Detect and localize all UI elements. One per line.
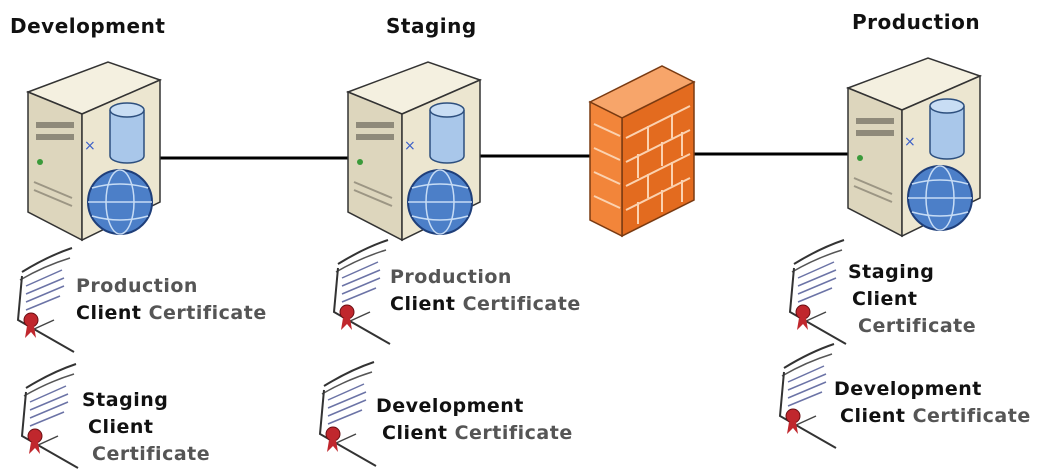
staging-server: × — [345, 61, 483, 242]
certificate-icon — [318, 361, 377, 467]
cert-line2b: Certificate — [462, 293, 581, 315]
database-icon — [929, 98, 965, 160]
dev-cert-staging-label: Staging Client Certificate — [82, 387, 210, 468]
staging-title: Staging — [386, 14, 477, 38]
development-server: × — [25, 61, 163, 242]
staging-cert-development-label: Development Client Certificate — [376, 393, 573, 447]
production-cert-development-label: Development Client Certificate — [834, 376, 1031, 430]
cert-line2a: Client — [852, 288, 918, 310]
cert-line1: Development — [834, 378, 982, 400]
cert-line2b: Certificate — [912, 405, 1031, 427]
cert-line3: Certificate — [92, 443, 211, 465]
cert-line1: Development — [376, 395, 524, 417]
globe-icon — [87, 169, 153, 235]
cert-line2b: Certificate — [454, 422, 573, 444]
certificate-icon — [778, 343, 837, 449]
database-icon — [109, 102, 145, 164]
svg-text:×: × — [84, 138, 96, 154]
cert-line3: Certificate — [858, 315, 977, 337]
svg-text:×: × — [404, 138, 416, 154]
certificate-icon — [788, 239, 847, 345]
svg-text:×: × — [904, 134, 916, 150]
cert-line2b: Certificate — [148, 302, 267, 324]
cert-line1: Production — [390, 266, 512, 288]
database-icon — [429, 102, 465, 164]
cert-line2a: Client — [382, 422, 448, 444]
staging-cert-production-label: Production Client Certificate — [390, 264, 581, 318]
cert-line2a: Client — [840, 405, 906, 427]
cert-line1: Production — [76, 275, 198, 297]
cert-line1: Staging — [82, 389, 169, 411]
certificate-icon — [20, 363, 79, 469]
globe-icon — [907, 165, 973, 231]
production-server: × — [845, 57, 983, 238]
production-cert-staging-label: Staging Client Certificate — [848, 259, 976, 340]
cert-line2a: Client — [76, 302, 142, 324]
development-title: Development — [10, 14, 166, 38]
certificate-icon — [332, 239, 391, 345]
globe-icon — [407, 169, 473, 235]
dev-cert-production-label: Production Client Certificate — [76, 273, 267, 327]
certificate-icon — [16, 247, 75, 353]
production-title: Production — [852, 10, 981, 34]
firewall-icon — [588, 65, 696, 238]
cert-line1: Staging — [848, 261, 935, 283]
cert-line2a: Client — [88, 416, 154, 438]
cert-line2a: Client — [390, 293, 456, 315]
